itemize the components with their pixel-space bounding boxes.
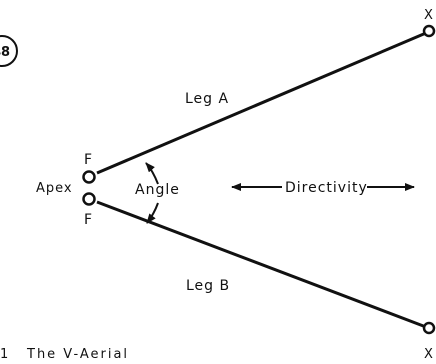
caption-number: 1 bbox=[0, 347, 8, 362]
label-apex: Apex bbox=[36, 181, 73, 196]
label-leg-a: Leg A bbox=[185, 91, 229, 107]
label-feed-bottom: F bbox=[84, 212, 92, 228]
angle-arc-bottom bbox=[146, 202, 159, 224]
feed-terminal-top bbox=[82, 170, 96, 184]
label-directivity: Directivity bbox=[285, 180, 368, 196]
label-end-top: X bbox=[424, 8, 433, 23]
figure-number-circle bbox=[0, 35, 18, 67]
end-terminal-top bbox=[422, 24, 436, 38]
feed-terminal-bottom bbox=[82, 192, 96, 206]
caption-text: The V-Aerial bbox=[26, 347, 129, 362]
label-leg-b: Leg B bbox=[186, 278, 230, 294]
leg-b-line bbox=[96, 200, 427, 329]
figure-number: 48 bbox=[0, 45, 10, 60]
label-feed-top: F bbox=[84, 152, 92, 168]
label-end-bottom: X bbox=[424, 347, 433, 362]
label-angle: Angle bbox=[135, 182, 180, 198]
angle-arc-top bbox=[145, 162, 159, 185]
leg-a-line bbox=[96, 31, 427, 175]
end-terminal-bottom bbox=[422, 321, 436, 335]
